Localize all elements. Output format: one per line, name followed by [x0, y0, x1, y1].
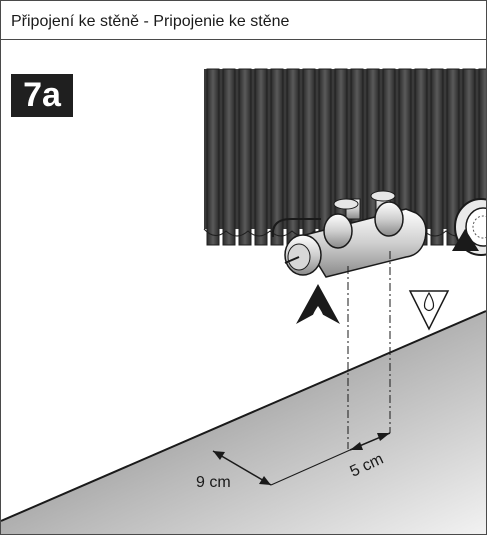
radiator	[203, 68, 486, 246]
floor	[1, 310, 486, 534]
flow-out-symbol	[408, 290, 450, 331]
dimension-pipe-spacing	[349, 432, 391, 451]
flow-in-symbol	[296, 284, 340, 327]
dimension-wall-gap	[212, 449, 351, 486]
pipe-centerlines	[347, 251, 391, 449]
radiator-fins	[206, 68, 486, 246]
step-number-badge: 7a	[11, 74, 73, 117]
valve-block	[271, 190, 427, 278]
installation-illustration: 9 cm 5 cm	[1, 68, 486, 534]
page-title: Připojení ke stěně - Pripojenie ke stěne	[1, 1, 486, 40]
thermostat-head	[452, 198, 486, 256]
wall-gap-label: 9 cm	[196, 474, 231, 491]
